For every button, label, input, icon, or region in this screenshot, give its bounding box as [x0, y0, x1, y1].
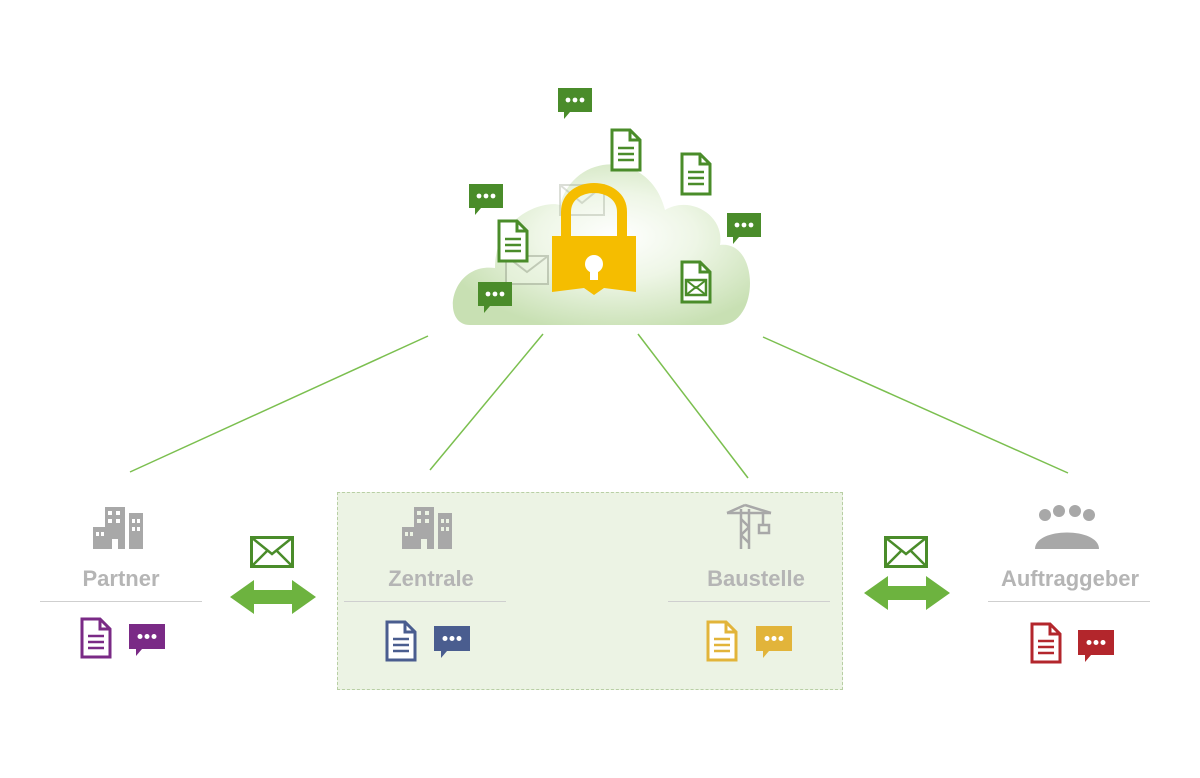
- chat-bubble-icon: [558, 88, 592, 119]
- divider-partner: [40, 601, 202, 602]
- document-icon: [706, 620, 738, 662]
- exchange-envelope-icon: [250, 536, 294, 568]
- document-icon: [80, 617, 112, 659]
- chat-bubble-icon: [469, 184, 503, 215]
- connector-line-baustelle: [637, 333, 749, 479]
- buildings-icon: [93, 507, 143, 549]
- connector-line-partner: [129, 335, 429, 473]
- divider-auftraggeber: [988, 601, 1150, 602]
- chat-bubble-icon: [434, 626, 470, 658]
- connector-line-auftraggeber: [762, 336, 1069, 474]
- chat-bubble-icon: [478, 282, 512, 313]
- people-icon: [1035, 505, 1099, 549]
- chat-bubble-icon: [756, 626, 792, 658]
- document-icon: [1030, 622, 1062, 664]
- chat-bubble-icon: [727, 213, 761, 244]
- chat-bubble-icon: [129, 624, 165, 656]
- crane-icon: [726, 503, 772, 549]
- buildings-icon: [402, 507, 452, 549]
- connector-line-zentrale: [429, 333, 544, 471]
- document-icon: [497, 219, 529, 263]
- padlock-icon: [552, 183, 636, 295]
- chat-bubble-icon: [1078, 630, 1114, 662]
- document-icon: [680, 152, 712, 196]
- divider-baustelle: [668, 601, 830, 602]
- node-label-baustelle: Baustelle: [707, 566, 805, 591]
- document-icon: [385, 620, 417, 662]
- node-label-partner: Partner: [82, 566, 160, 591]
- node-label-auftraggeber: Auftraggeber: [1000, 566, 1140, 591]
- document-icon: [610, 128, 642, 172]
- double-arrow-icon: [864, 576, 950, 610]
- double-arrow-icon: [230, 580, 316, 614]
- exchange-envelope-icon: [884, 536, 928, 568]
- divider-zentrale: [344, 601, 506, 602]
- node-label-zentrale: Zentrale: [388, 566, 474, 591]
- document-envelope-icon: [680, 260, 712, 304]
